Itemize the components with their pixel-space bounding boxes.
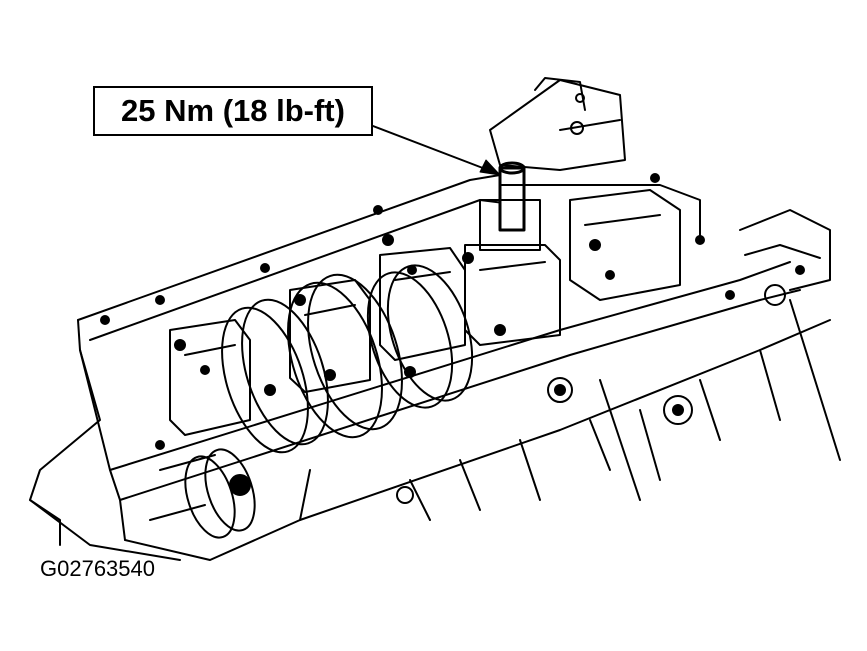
bolt-highlight bbox=[479, 161, 541, 251]
torque-label: 25 Nm (18 lb-ft) bbox=[121, 93, 345, 128]
torque-callout: 25 Nm (18 lb-ft) bbox=[93, 86, 373, 136]
support-ribs bbox=[396, 284, 841, 521]
leader-arrow bbox=[372, 125, 501, 176]
bolt-heads bbox=[100, 173, 805, 450]
camshaft-nose bbox=[149, 448, 256, 539]
camshaft-lobes bbox=[221, 264, 474, 454]
cylinder-head-frame bbox=[29, 77, 831, 561]
figure-id: G02763540 bbox=[40, 556, 155, 581]
bearing-caps bbox=[169, 189, 681, 436]
